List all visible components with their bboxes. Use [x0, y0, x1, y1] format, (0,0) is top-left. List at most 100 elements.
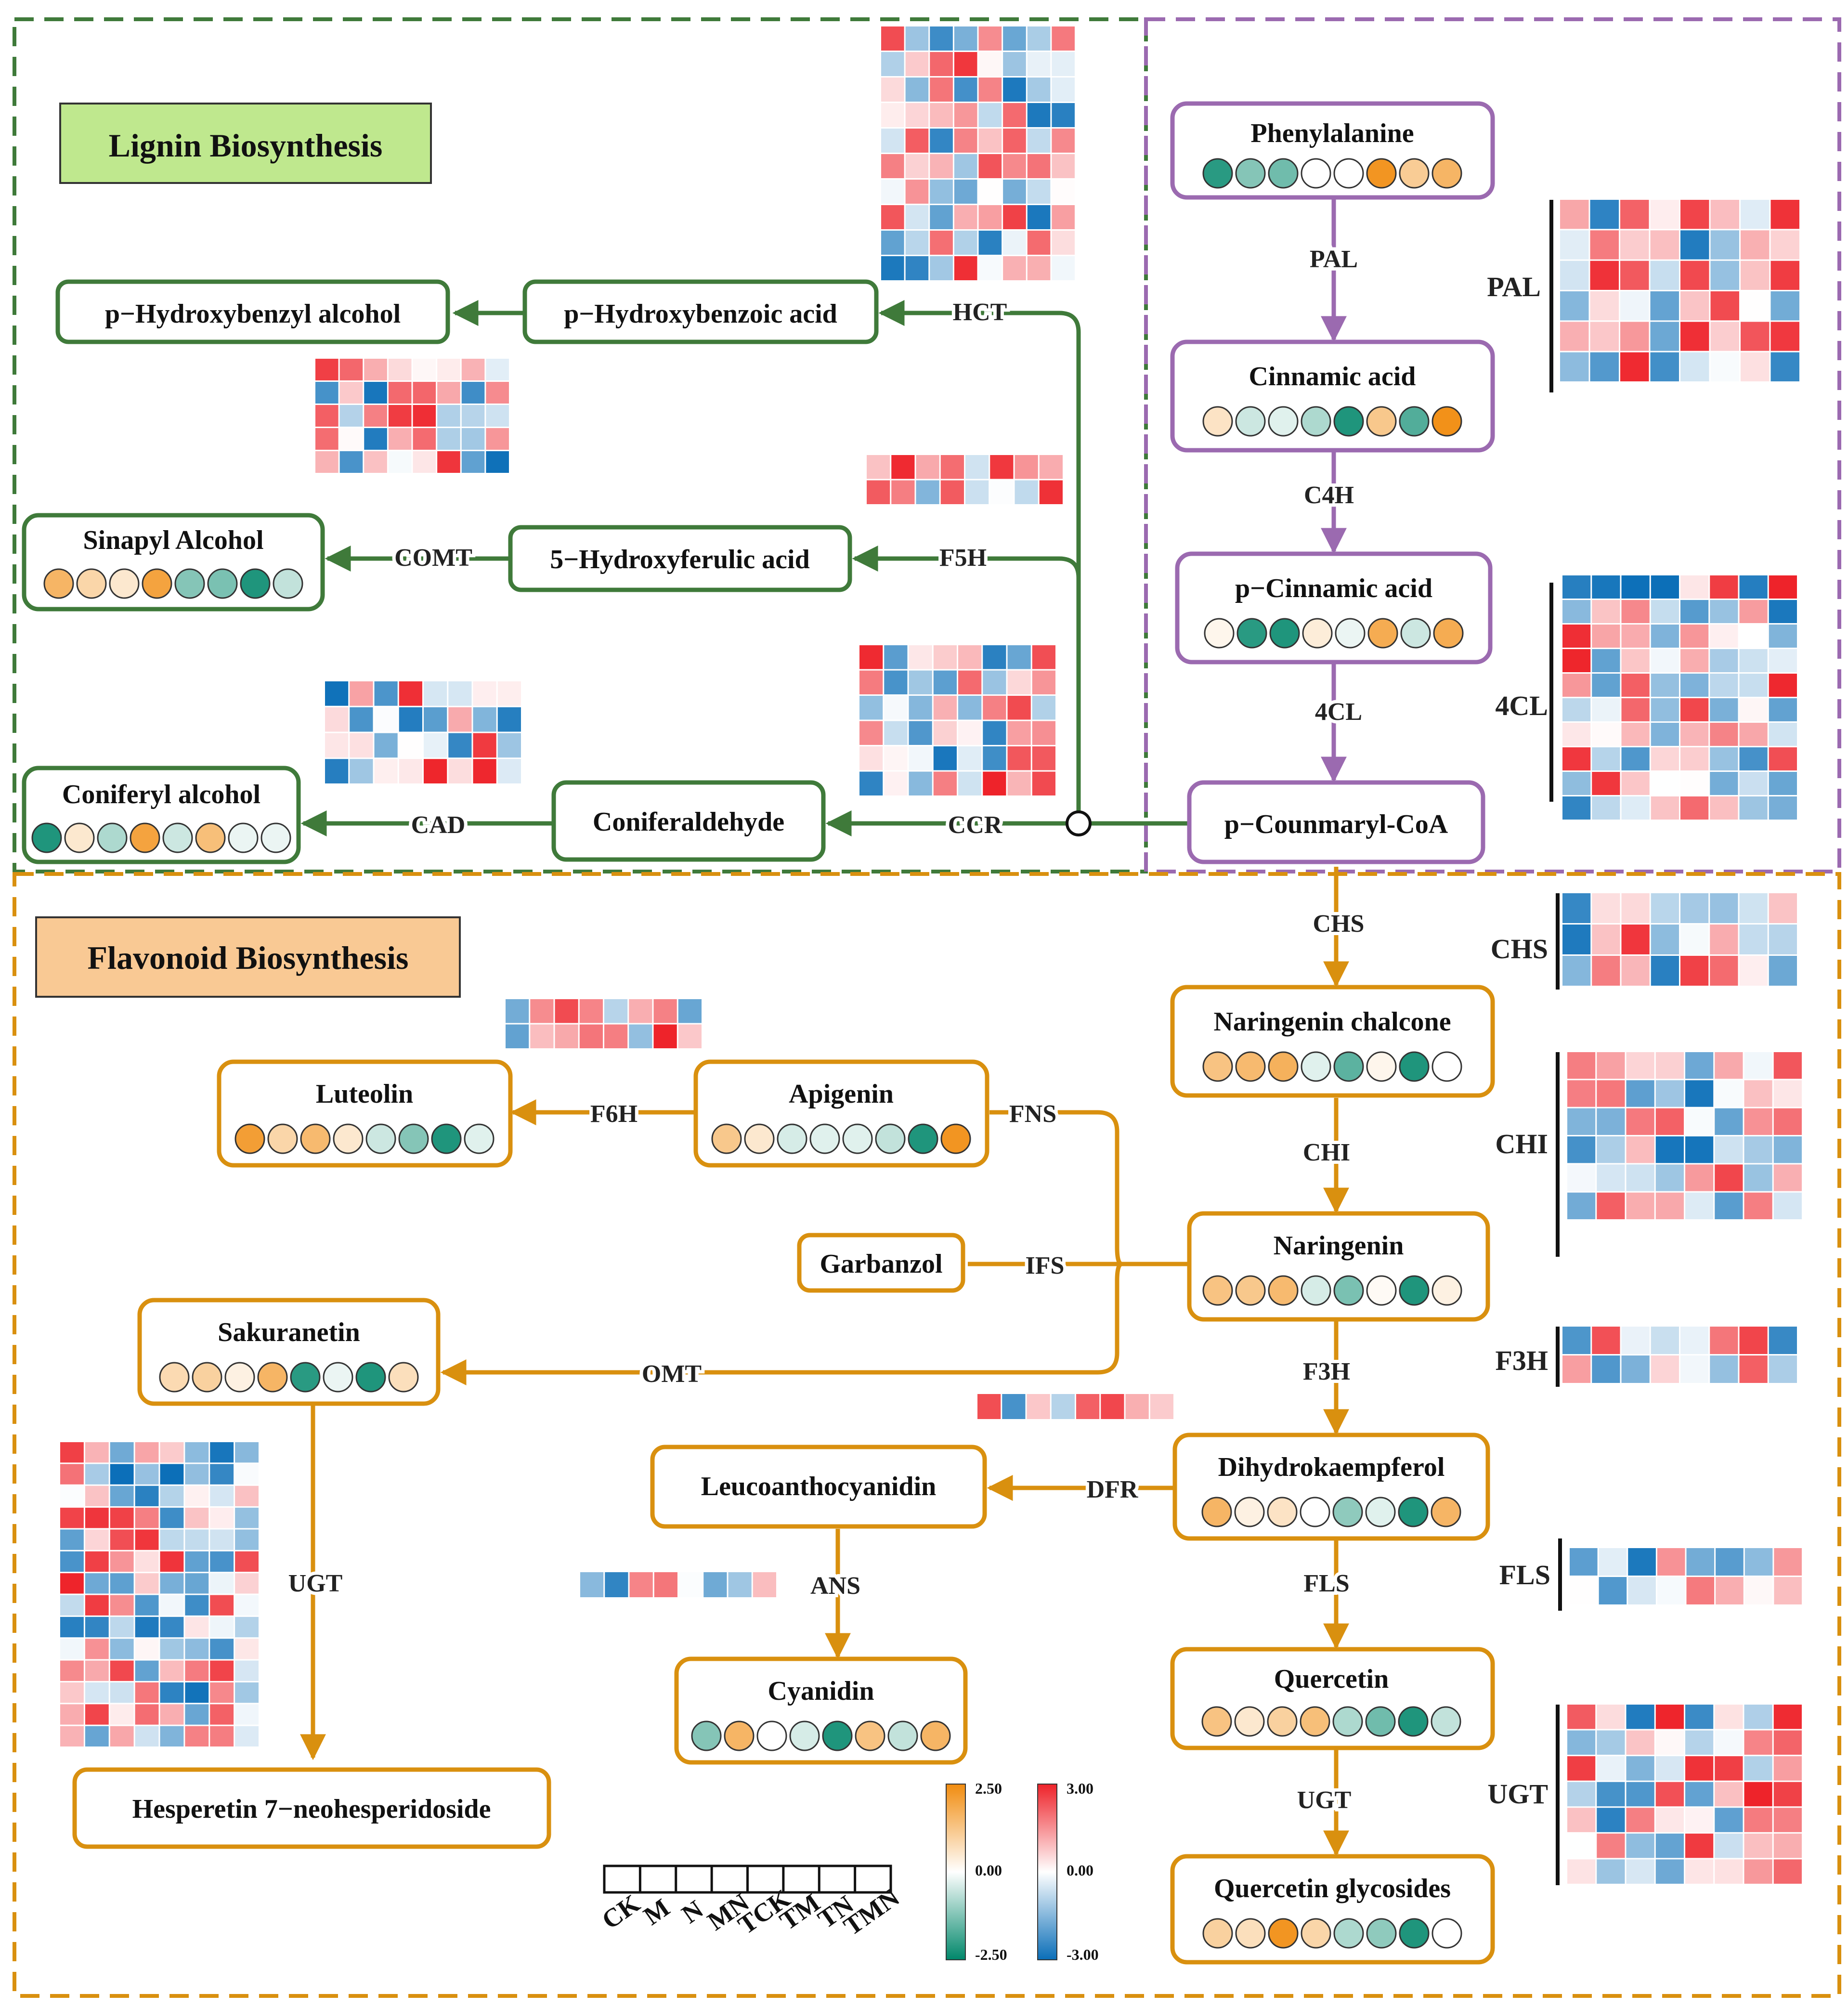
- heatmap-cell: [933, 696, 957, 720]
- heatmap-cell: [1621, 723, 1650, 746]
- sample-label-ck: CK: [597, 1889, 645, 1935]
- heatmap-cell: [884, 746, 908, 770]
- heatmap-cell: [1567, 1108, 1596, 1135]
- heatmap-f6h: [506, 999, 702, 1048]
- heatmap-cell: [1744, 1548, 1773, 1576]
- heatmap-cell: [1597, 1136, 1625, 1163]
- level-dot-N: [1267, 1497, 1298, 1527]
- level-dot-TM: [323, 1362, 353, 1393]
- heatmap-cell: [60, 1639, 84, 1659]
- heatmap-cell: [235, 1551, 259, 1572]
- heatmap-cell: [1685, 1782, 1714, 1807]
- flavonoid-title-text: Flavonoid Biosynthesis: [88, 939, 409, 976]
- level-dot-TN: [1398, 1497, 1429, 1527]
- heatmap-cell: [160, 1616, 184, 1638]
- level-dot-N: [777, 1123, 807, 1154]
- heatmap-cell: [1769, 925, 1797, 954]
- heatmap-cell: [1774, 1548, 1802, 1576]
- heatmap-cell: [1597, 1080, 1625, 1107]
- enzyme-f3h: F3H: [1303, 1358, 1350, 1385]
- node-hydroxyferulic: 5−Hydroxyferulic acid: [508, 525, 852, 592]
- heatmap-cell: [1052, 52, 1075, 76]
- node-naringenin-chalcone: Naringenin chalcone: [1170, 985, 1495, 1098]
- heatmap-cell: [1562, 747, 1591, 770]
- level-dot-TN: [1398, 1706, 1429, 1737]
- heatmap-cell: [1567, 1808, 1596, 1832]
- heatmap-cell: [1710, 723, 1738, 746]
- heatmap-cell: [1655, 1808, 1684, 1832]
- heatmap-cell: [160, 1464, 184, 1485]
- heatmap-cell: [1560, 291, 1589, 321]
- lignin-title: Lignin Biosynthesis: [59, 103, 432, 184]
- heatmap-cell: [1651, 649, 1679, 672]
- heatmap-cell: [315, 382, 338, 404]
- heatmap-cell: [978, 129, 1002, 153]
- level-dot-N: [1268, 158, 1299, 189]
- level-dot-TCK: [1333, 1051, 1364, 1082]
- heatmap-cell: [473, 681, 496, 706]
- heatmap-cell: [1710, 956, 1738, 986]
- heatmap-cell: [1769, 772, 1797, 795]
- heatmap-cell: [1773, 1164, 1802, 1191]
- level-dot-TCK: [822, 1720, 853, 1751]
- edge-fns: [989, 1110, 1123, 1266]
- heatmap-cell: [210, 1508, 234, 1528]
- node-hydroxybenzyl: p−Hydroxybenzyl alcohol: [55, 279, 450, 344]
- heatmap-cell: [1774, 1577, 1802, 1604]
- heatmap-cell: [954, 256, 977, 280]
- level-dot-TM: [1365, 1497, 1396, 1527]
- heatmap-cell: [1007, 696, 1031, 720]
- level-dot-CK: [1204, 618, 1235, 649]
- heatmap-cell: [1680, 649, 1709, 672]
- heatmap-cell: [437, 405, 460, 427]
- heatmap-cell: [1715, 1192, 1743, 1219]
- level-dot-TN: [887, 1720, 918, 1751]
- heatmap-label-chi: CHI: [1495, 1128, 1548, 1160]
- heatmap-cell: [905, 78, 929, 102]
- heatmap-cell: [60, 1595, 84, 1616]
- heatmap-cell: [954, 78, 977, 102]
- heatmap-cell: [85, 1573, 109, 1594]
- heatmap-cell: [486, 451, 509, 473]
- heatmap-cell: [1680, 1355, 1709, 1383]
- heatmap-cell: [1655, 1052, 1684, 1079]
- heatmap-cell: [1650, 291, 1679, 321]
- heatmap-cell: [1003, 26, 1026, 51]
- heatmap-cell: [1592, 747, 1620, 770]
- heatmap-cell: [1770, 261, 1799, 290]
- heatmap-cell: [1621, 674, 1650, 697]
- level-dot-N: [1268, 406, 1299, 437]
- edge-trunk: [878, 300, 1081, 814]
- heatmap-cell: [399, 707, 422, 732]
- phenylpropanoid-section-frame: [1144, 17, 1841, 873]
- node-pcoumaryl-label: p−Counmaryl-CoA: [1224, 809, 1448, 839]
- heatmap-cell: [954, 26, 977, 51]
- heatmap-cell: [1620, 291, 1649, 321]
- heatmap-cell: [930, 26, 953, 51]
- heatmap-cell: [339, 451, 363, 473]
- enzyme-hct: HCT: [953, 299, 1007, 326]
- heatmap-cell: [1769, 575, 1797, 599]
- heatmap-cell: [1680, 893, 1709, 923]
- sinapyl-levels: [43, 568, 303, 599]
- heatmap-cell: [1710, 747, 1738, 770]
- heatmap-cell: [437, 382, 460, 404]
- node-hydroxybenzoic: p−Hydroxybenzoic acid: [522, 279, 879, 344]
- heatmap-cell: [1570, 1548, 1598, 1576]
- node-cinnamic-label: Cinnamic acid: [1249, 362, 1416, 391]
- heatmap-cell: [185, 1660, 209, 1681]
- enzyme-omt: OMT: [642, 1360, 702, 1388]
- level-dot-MN: [789, 1720, 820, 1751]
- heatmap-cell: [905, 205, 929, 229]
- heatmap-cell: [235, 1726, 259, 1746]
- heatmap-cell: [1562, 796, 1591, 820]
- heatmap-cell: [1592, 956, 1620, 986]
- heatmap-cell: [1739, 674, 1768, 697]
- heatmap-cell: [1032, 721, 1055, 745]
- heatmap-cell: [325, 707, 349, 732]
- level-dot-CK: [711, 1123, 742, 1154]
- heatmap-cell: [1773, 1108, 1802, 1135]
- heatmap-cell: [1769, 893, 1797, 923]
- heatmap-cell: [881, 231, 904, 255]
